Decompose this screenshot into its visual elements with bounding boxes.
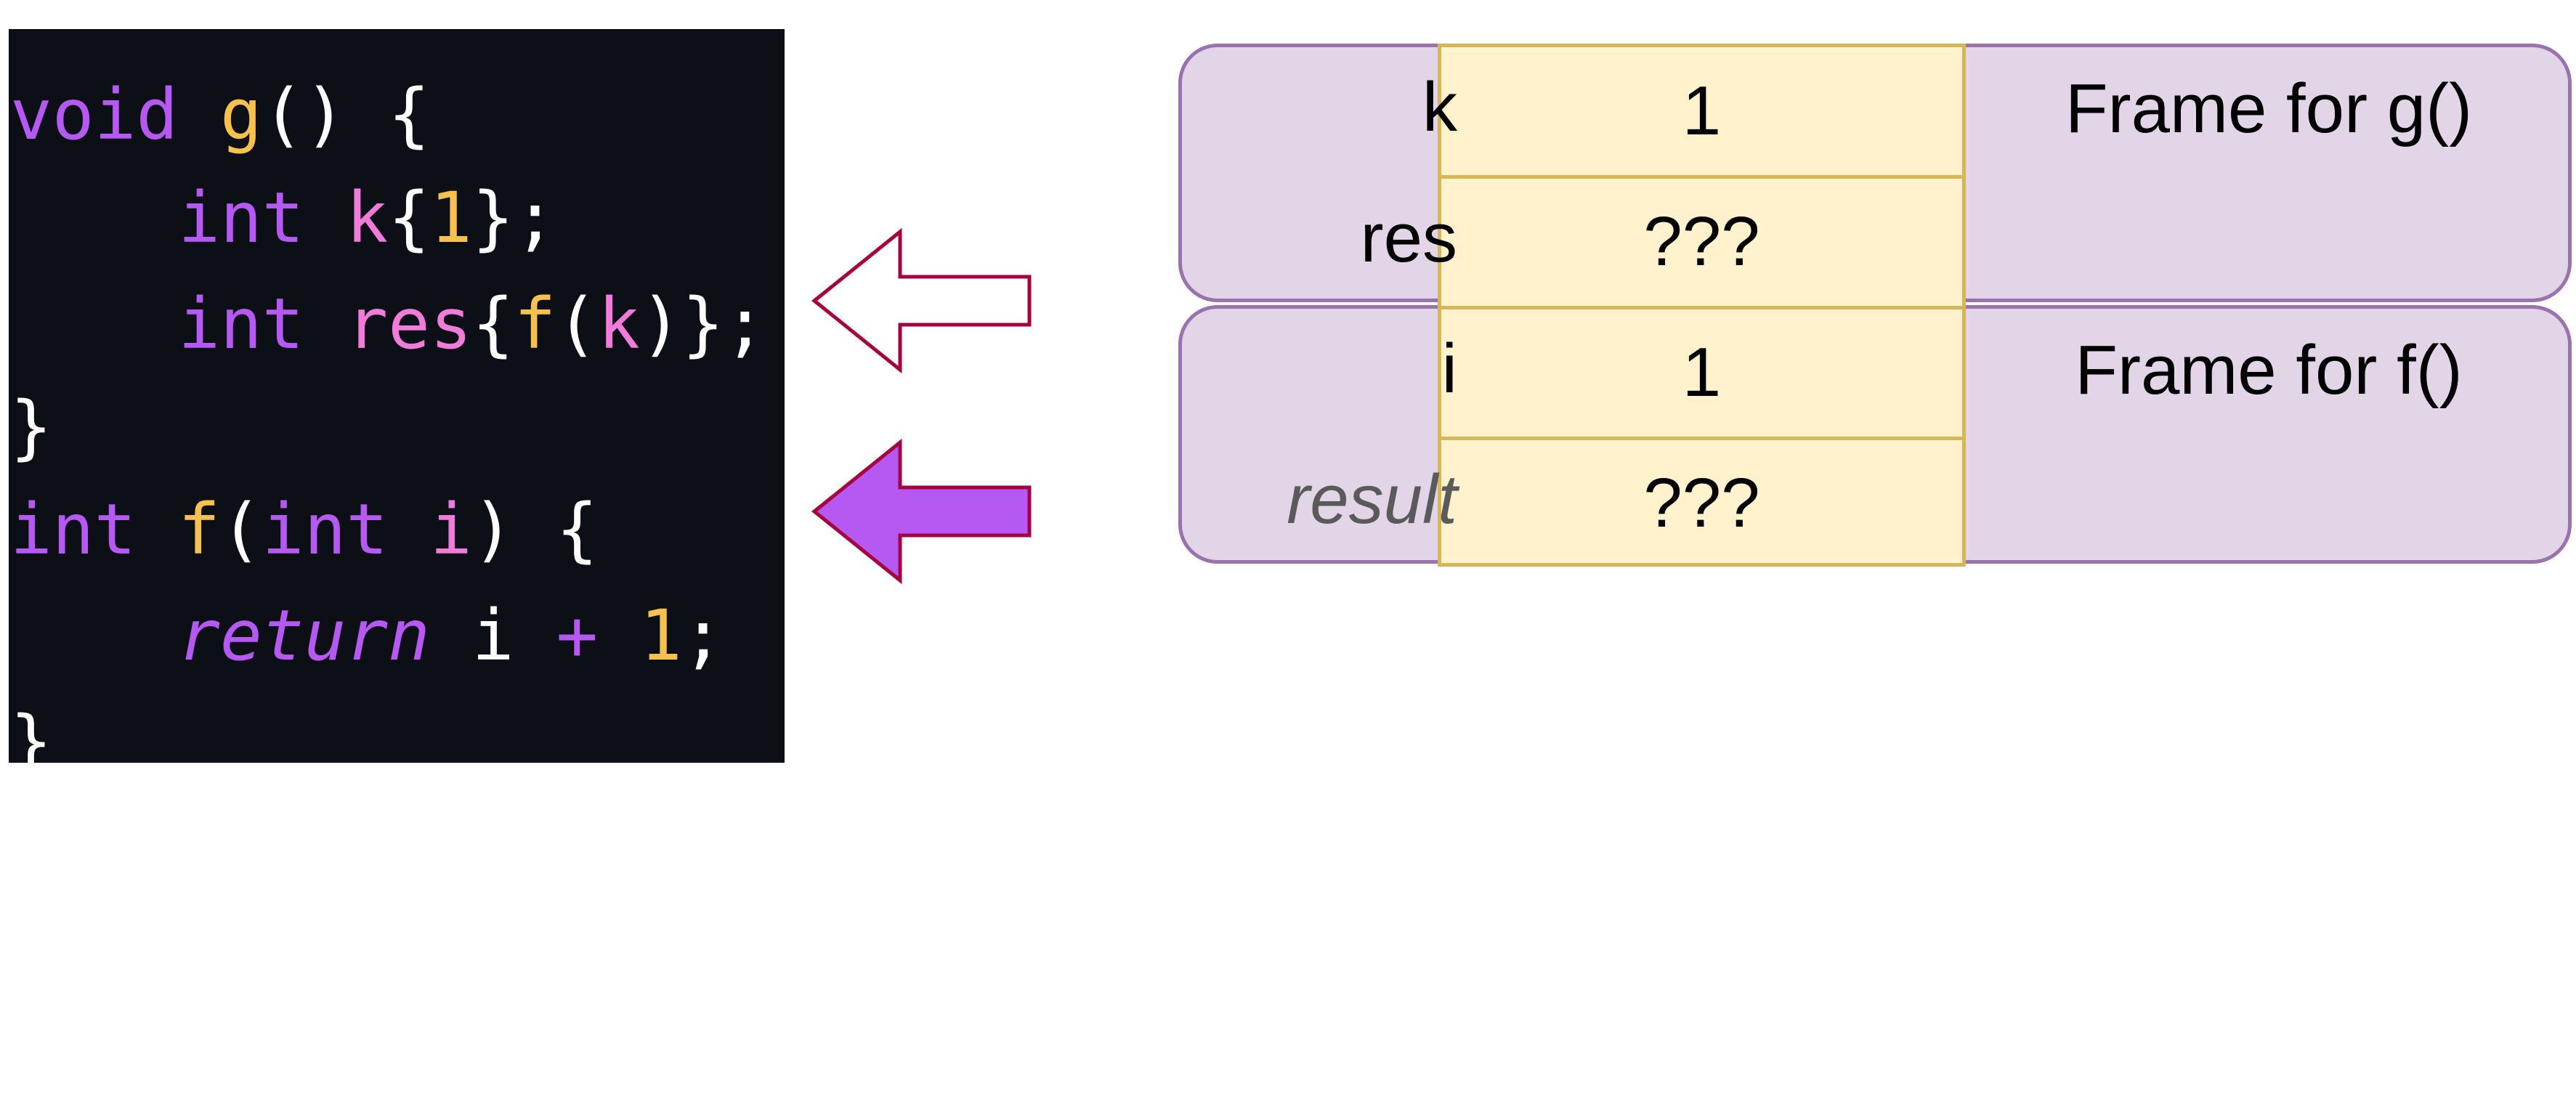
code-token: i — [429, 595, 556, 676]
code-token: ( — [556, 283, 599, 365]
code-token: res — [346, 283, 472, 365]
var-name-i: i — [1441, 330, 1457, 408]
code-token — [388, 489, 430, 570]
code-token: 1 — [429, 177, 472, 259]
code-token: () { — [262, 74, 430, 155]
code-line: } — [10, 689, 52, 795]
code-line: } — [10, 374, 52, 480]
code-token: } — [10, 701, 52, 782]
code-token — [136, 489, 178, 570]
code-token: { — [388, 177, 430, 259]
value-k: 1 — [1682, 72, 1722, 150]
code-token — [304, 177, 347, 259]
value-res: ??? — [1643, 203, 1760, 280]
code-token — [10, 595, 178, 676]
cell-divider — [1441, 437, 1962, 440]
code-line: int res{f(k)}; — [10, 271, 766, 377]
code-token: return — [178, 595, 430, 676]
code-token: { — [471, 283, 514, 365]
filled-left-arrow-icon — [811, 439, 1032, 584]
value-result: ??? — [1643, 464, 1760, 542]
code-token — [10, 283, 178, 365]
code-token: ; — [681, 595, 724, 676]
code-token: 1 — [639, 595, 682, 676]
value-column: 1 ??? 1 ??? — [1438, 44, 1966, 567]
frame-label-f: Frame for f() — [2075, 331, 2463, 409]
code-token: k — [346, 177, 389, 259]
code-token: ) { — [471, 489, 599, 570]
code-token: } — [10, 386, 52, 468]
code-token: int — [178, 283, 304, 365]
var-name-k: k — [1422, 68, 1457, 146]
code-token: i — [429, 489, 472, 570]
code-token: int — [178, 177, 304, 259]
code-token: void — [10, 74, 179, 155]
code-line: void g() { — [10, 62, 430, 168]
code-token: int — [10, 489, 137, 570]
code-token — [304, 283, 347, 365]
code-token — [10, 177, 178, 259]
cell-divider — [1441, 306, 1962, 309]
code-token — [178, 74, 220, 155]
code-token: }; — [471, 177, 556, 259]
code-line: return i + 1; — [10, 583, 724, 689]
var-name-res: res — [1360, 199, 1457, 277]
value-i: 1 — [1682, 333, 1722, 411]
code-token: k — [598, 283, 640, 365]
frame-label-g: Frame for g() — [2065, 70, 2473, 147]
var-name-result: result — [1287, 461, 1457, 538]
cell-divider — [1441, 175, 1962, 179]
code-token: ( — [219, 489, 262, 570]
code-token: + — [556, 595, 599, 676]
code-token: f — [178, 489, 220, 570]
hollow-left-arrow-icon — [811, 228, 1032, 373]
code-token: g — [219, 74, 262, 155]
code-token: f — [514, 283, 556, 365]
code-token — [598, 595, 640, 676]
code-panel: void g() { int k{1}; int res{f(k)}; } in… — [9, 29, 785, 782]
code-token: )}; — [639, 283, 766, 365]
code-line: int k{1}; — [10, 165, 556, 271]
code-line: int f(int i) { — [10, 477, 598, 583]
code-token: int — [262, 489, 389, 570]
